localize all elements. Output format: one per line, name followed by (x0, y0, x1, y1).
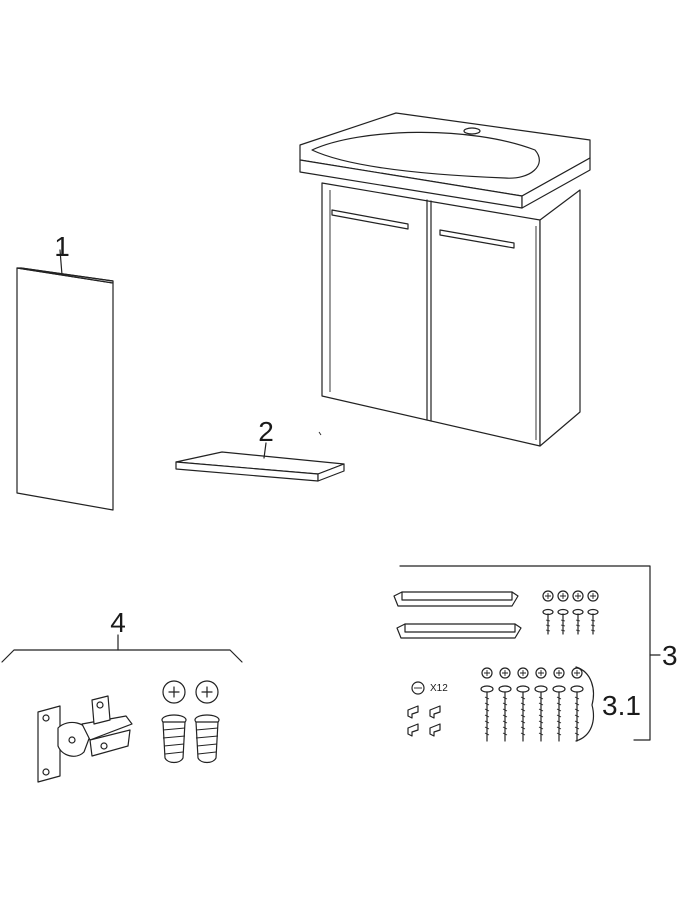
part-4-bracket (1, 634, 243, 663)
part-3-label: 3 (662, 640, 678, 671)
part-4-label: 4 (110, 607, 126, 638)
quantity-marker: X12 (430, 683, 448, 694)
handle-screws (542, 590, 599, 635)
door-handles (393, 591, 522, 639)
shelf-part (175, 442, 345, 482)
vanity-unit-illustration (299, 112, 591, 447)
part-3-bracket (399, 565, 661, 741)
hinge-illustration (37, 695, 133, 783)
part-1-label: 1 (54, 231, 70, 262)
cover-cap-icon (411, 681, 425, 695)
part-3-1-label: 3.1 (602, 690, 641, 721)
side-panel-part (16, 249, 114, 511)
part-3-1-bracket (575, 666, 595, 742)
dowels-illustration (161, 680, 220, 764)
part-2-label: 2 (258, 416, 274, 447)
wall-screws (480, 667, 584, 742)
angle-clips (407, 705, 441, 737)
